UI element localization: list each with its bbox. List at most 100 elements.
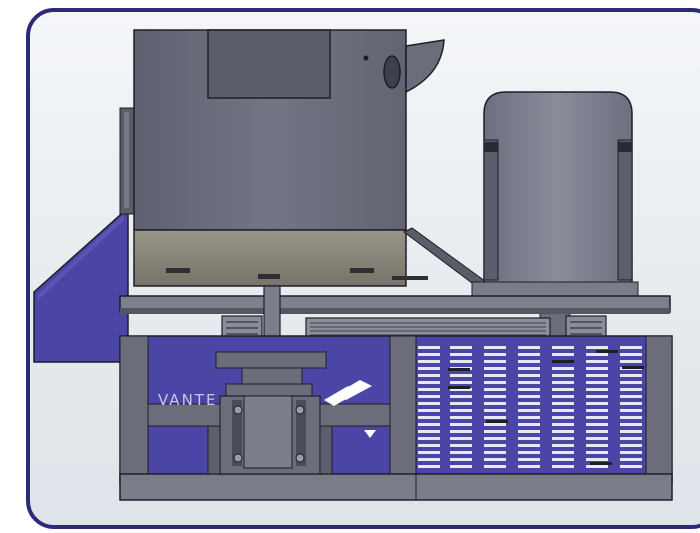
vent-slot	[484, 402, 506, 405]
left-arm	[147, 403, 221, 427]
vent-slot	[484, 388, 506, 391]
vent-slot	[518, 423, 540, 426]
vent-slot	[450, 402, 472, 405]
vent-slot	[518, 346, 540, 349]
vent-slot	[518, 409, 540, 412]
vent-slot	[418, 451, 440, 454]
logo-chevrons-icon	[324, 380, 376, 438]
vent-slot	[518, 353, 540, 356]
vent-slot	[518, 402, 540, 405]
vent-slot	[450, 416, 472, 419]
vent-slot	[418, 360, 440, 363]
vent-slot	[484, 430, 506, 433]
right-arm	[319, 403, 391, 427]
vent-slot	[586, 346, 608, 349]
vent-slot	[552, 416, 574, 419]
belt-drive	[305, 317, 551, 341]
vent-slot	[518, 395, 540, 398]
vent-slot	[450, 346, 472, 349]
vent-slot	[418, 395, 440, 398]
vent-slot	[484, 423, 506, 426]
vent-slot	[518, 360, 540, 363]
vent-slot	[586, 381, 608, 384]
vent-slot	[620, 444, 642, 447]
hopper-body[interactable]	[133, 29, 407, 231]
vent-grille	[418, 346, 644, 468]
vent-slot	[518, 374, 540, 377]
vent-slot	[418, 374, 440, 377]
vent-slot	[450, 395, 472, 398]
base-frame[interactable]	[119, 335, 673, 501]
vent-slot	[418, 346, 440, 349]
vent-slot	[620, 458, 642, 461]
vent-slot	[450, 388, 472, 391]
vent-slot	[620, 395, 642, 398]
vent-slot	[552, 353, 574, 356]
vent-slot	[418, 402, 440, 405]
vent-slot	[620, 451, 642, 454]
vent-slot	[518, 430, 540, 433]
vent-slot	[620, 381, 642, 384]
grille-bar	[596, 350, 618, 353]
vent-slot	[484, 444, 506, 447]
vent-slot	[620, 388, 642, 391]
spout	[405, 39, 445, 94]
vent-slot	[552, 374, 574, 377]
hopper-tray	[133, 229, 428, 287]
vent-slot	[518, 444, 540, 447]
vent-slot	[450, 458, 472, 461]
vent-slot	[484, 416, 506, 419]
grille-bar	[590, 462, 612, 465]
vent-slot	[620, 430, 642, 433]
vent-slot	[552, 458, 574, 461]
vent-slot	[418, 423, 440, 426]
vent-slot	[620, 353, 642, 356]
vent-slot	[450, 423, 472, 426]
vent-slot	[450, 374, 472, 377]
grille-bar	[622, 366, 644, 369]
vent-slot	[418, 388, 440, 391]
vent-slot	[586, 458, 608, 461]
vent-slot	[586, 451, 608, 454]
motor-housing[interactable]	[483, 91, 633, 301]
vent-slot	[450, 381, 472, 384]
vent-slot	[586, 465, 608, 468]
vent-slot	[484, 381, 506, 384]
vent-slot	[418, 367, 440, 370]
vent-slot	[586, 360, 608, 363]
vent-slot	[586, 395, 608, 398]
vent-slot	[620, 465, 642, 468]
vent-slot	[484, 458, 506, 461]
vent-slot	[418, 381, 440, 384]
vent-slot	[620, 423, 642, 426]
grille-bar	[486, 420, 508, 423]
vent-slot	[418, 465, 440, 468]
vent-slot	[552, 465, 574, 468]
partial-lettering: VANTE	[158, 391, 217, 409]
vent-slot	[450, 409, 472, 412]
vent-slot	[484, 437, 506, 440]
vent-slot	[586, 437, 608, 440]
vent-slot	[552, 444, 574, 447]
vent-slot	[518, 458, 540, 461]
vent-slot	[518, 451, 540, 454]
spindle-assembly	[215, 351, 327, 475]
vent-slot	[484, 451, 506, 454]
vent-slot	[484, 409, 506, 412]
vent-slot	[484, 367, 506, 370]
vent-slot	[418, 458, 440, 461]
grille-bar	[448, 386, 470, 389]
vent-slot	[552, 346, 574, 349]
vent-slot	[450, 430, 472, 433]
vent-slot	[552, 402, 574, 405]
vent-slot	[620, 409, 642, 412]
hopper-access-panel[interactable]	[207, 29, 331, 99]
vent-slot	[484, 374, 506, 377]
vent-slot	[586, 409, 608, 412]
vent-slot	[586, 353, 608, 356]
vent-slot	[586, 423, 608, 426]
vent-slot	[552, 451, 574, 454]
vent-slot	[418, 353, 440, 356]
